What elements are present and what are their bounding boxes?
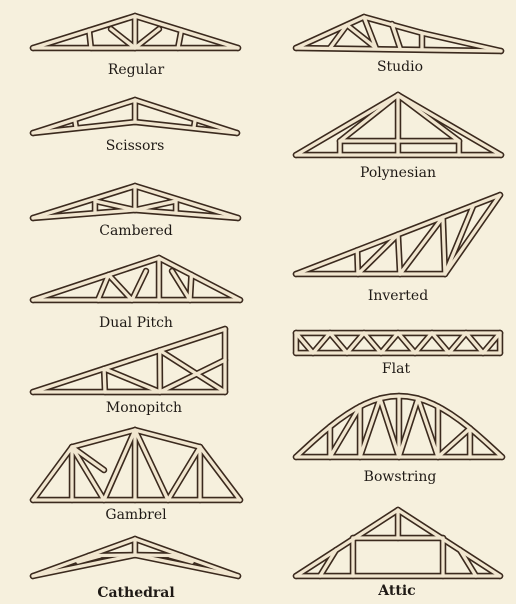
label-flat: Flat — [381, 361, 411, 377]
cathedral-truss — [29, 535, 242, 580]
gambrel-truss — [29, 426, 244, 504]
cambered-truss — [29, 182, 242, 222]
flat-truss — [292, 329, 504, 357]
label-studio: Studio — [376, 59, 424, 75]
label-bowstring: Bowstring — [363, 469, 437, 485]
polynesian-truss — [292, 91, 505, 159]
label-attic: Attic — [378, 583, 416, 599]
studio-truss — [292, 13, 505, 55]
label-cathedral: Cathedral — [97, 585, 175, 601]
dual-pitch-truss — [29, 254, 244, 304]
label-cambered: Cambered — [99, 223, 173, 239]
attic-truss — [292, 506, 504, 580]
label-scissors: Scissors — [105, 138, 165, 154]
regular-truss — [29, 12, 242, 52]
label-regular: Regular — [107, 62, 165, 78]
scissors-truss — [29, 96, 241, 137]
bowstring-truss — [292, 392, 506, 461]
label-monopitch: Monopitch — [105, 400, 183, 416]
label-dual-pitch: Dual Pitch — [99, 315, 173, 331]
inverted-truss — [292, 191, 504, 278]
label-gambrel: Gambrel — [105, 507, 167, 523]
monopitch-truss — [29, 325, 229, 396]
label-polynesian: Polynesian — [360, 165, 436, 181]
label-inverted: Inverted — [367, 288, 429, 304]
